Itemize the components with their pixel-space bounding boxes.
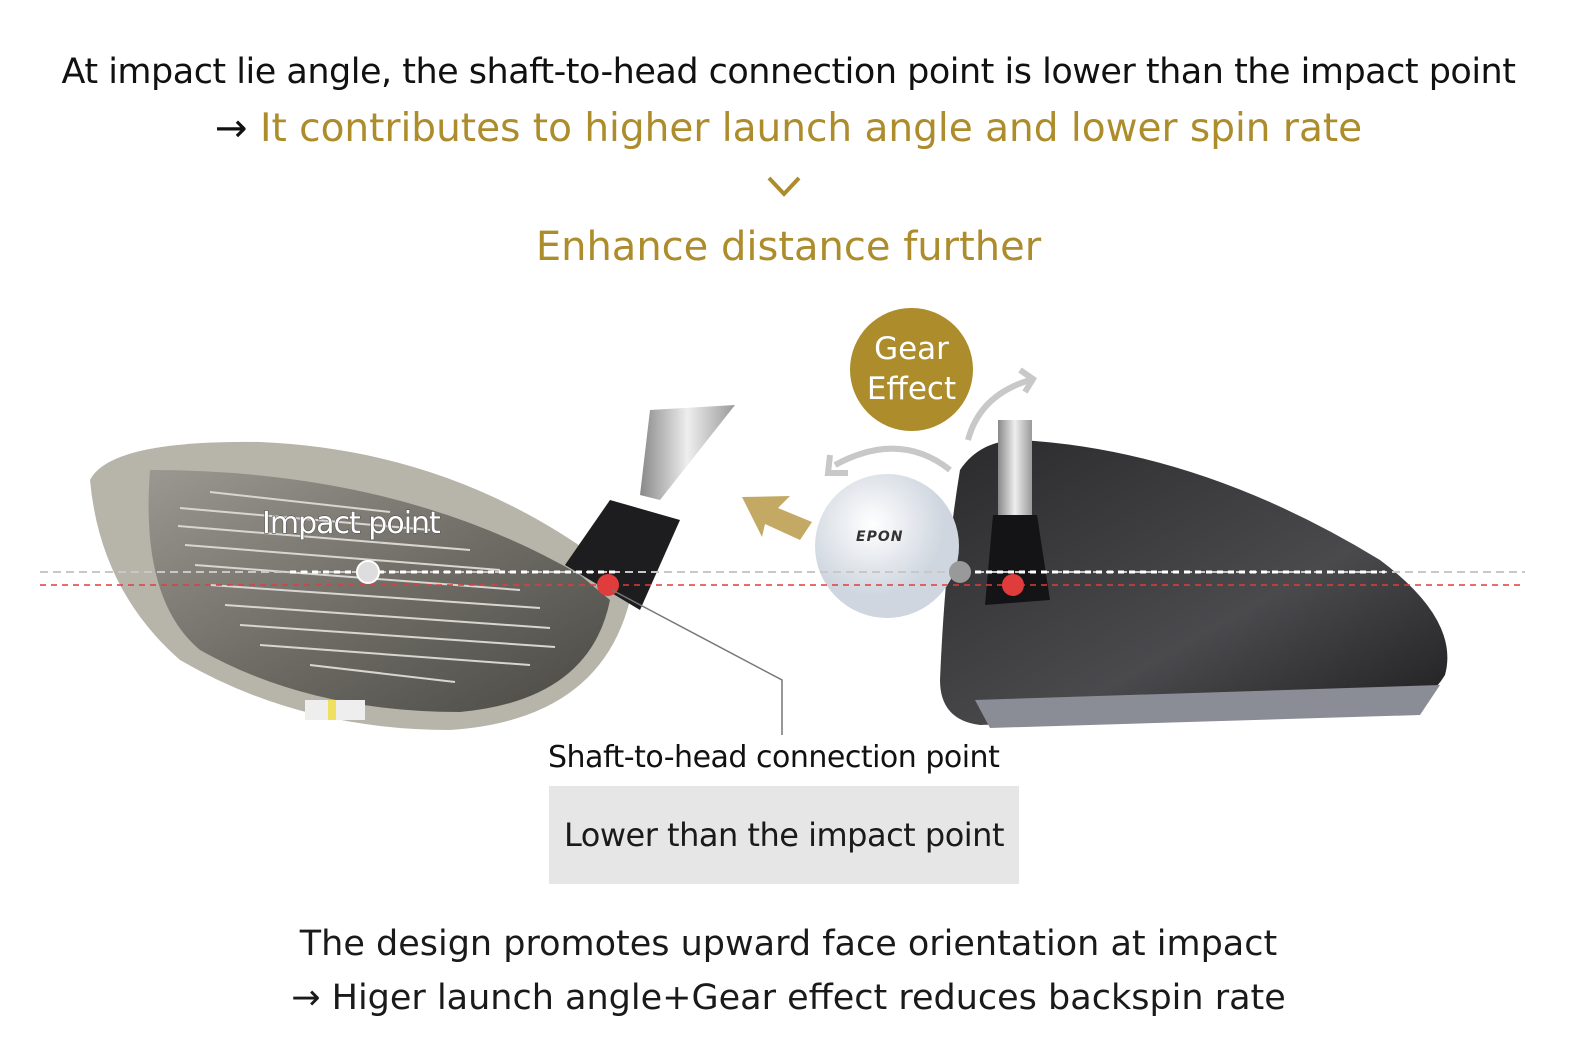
footer-line2: → Higer launch angle+Gear effect reduces… bbox=[291, 978, 1286, 1018]
leader-line bbox=[611, 589, 783, 735]
driver-side-view bbox=[940, 420, 1448, 728]
ball-brand: EPON bbox=[856, 529, 904, 545]
golf-ball bbox=[815, 474, 959, 618]
impact-point-marker-side bbox=[949, 561, 971, 583]
gear-effect-line2: Effect bbox=[866, 371, 957, 407]
headline: At impact lie angle, the shaft-to-head c… bbox=[61, 52, 1516, 92]
gear-effect-line1: Gear bbox=[874, 331, 949, 367]
spin-arrow-icon bbox=[833, 445, 952, 473]
impact-point-label: Impact point bbox=[261, 505, 441, 541]
subheadline: → It contributes to higher launch angle … bbox=[0, 106, 1577, 151]
connection-callout-box: Lower than the impact point bbox=[549, 786, 1019, 884]
rotation-arrow-icon bbox=[965, 377, 1031, 441]
chevron-down-icon bbox=[767, 176, 801, 197]
subheadline-text: It contributes to higher launch angle an… bbox=[259, 106, 1363, 151]
launch-arrow-icon bbox=[742, 496, 812, 540]
impact-point-marker bbox=[356, 560, 380, 584]
footer-line1: The design promotes upward face orientat… bbox=[299, 924, 1278, 964]
arrow-right-icon: → bbox=[214, 106, 248, 151]
driver-face-view bbox=[90, 405, 735, 730]
conclusion-heading: Enhance distance further bbox=[535, 224, 1042, 270]
connection-point-marker-side bbox=[1002, 574, 1024, 596]
connection-label: Shaft-to-head connection point bbox=[548, 740, 1000, 775]
